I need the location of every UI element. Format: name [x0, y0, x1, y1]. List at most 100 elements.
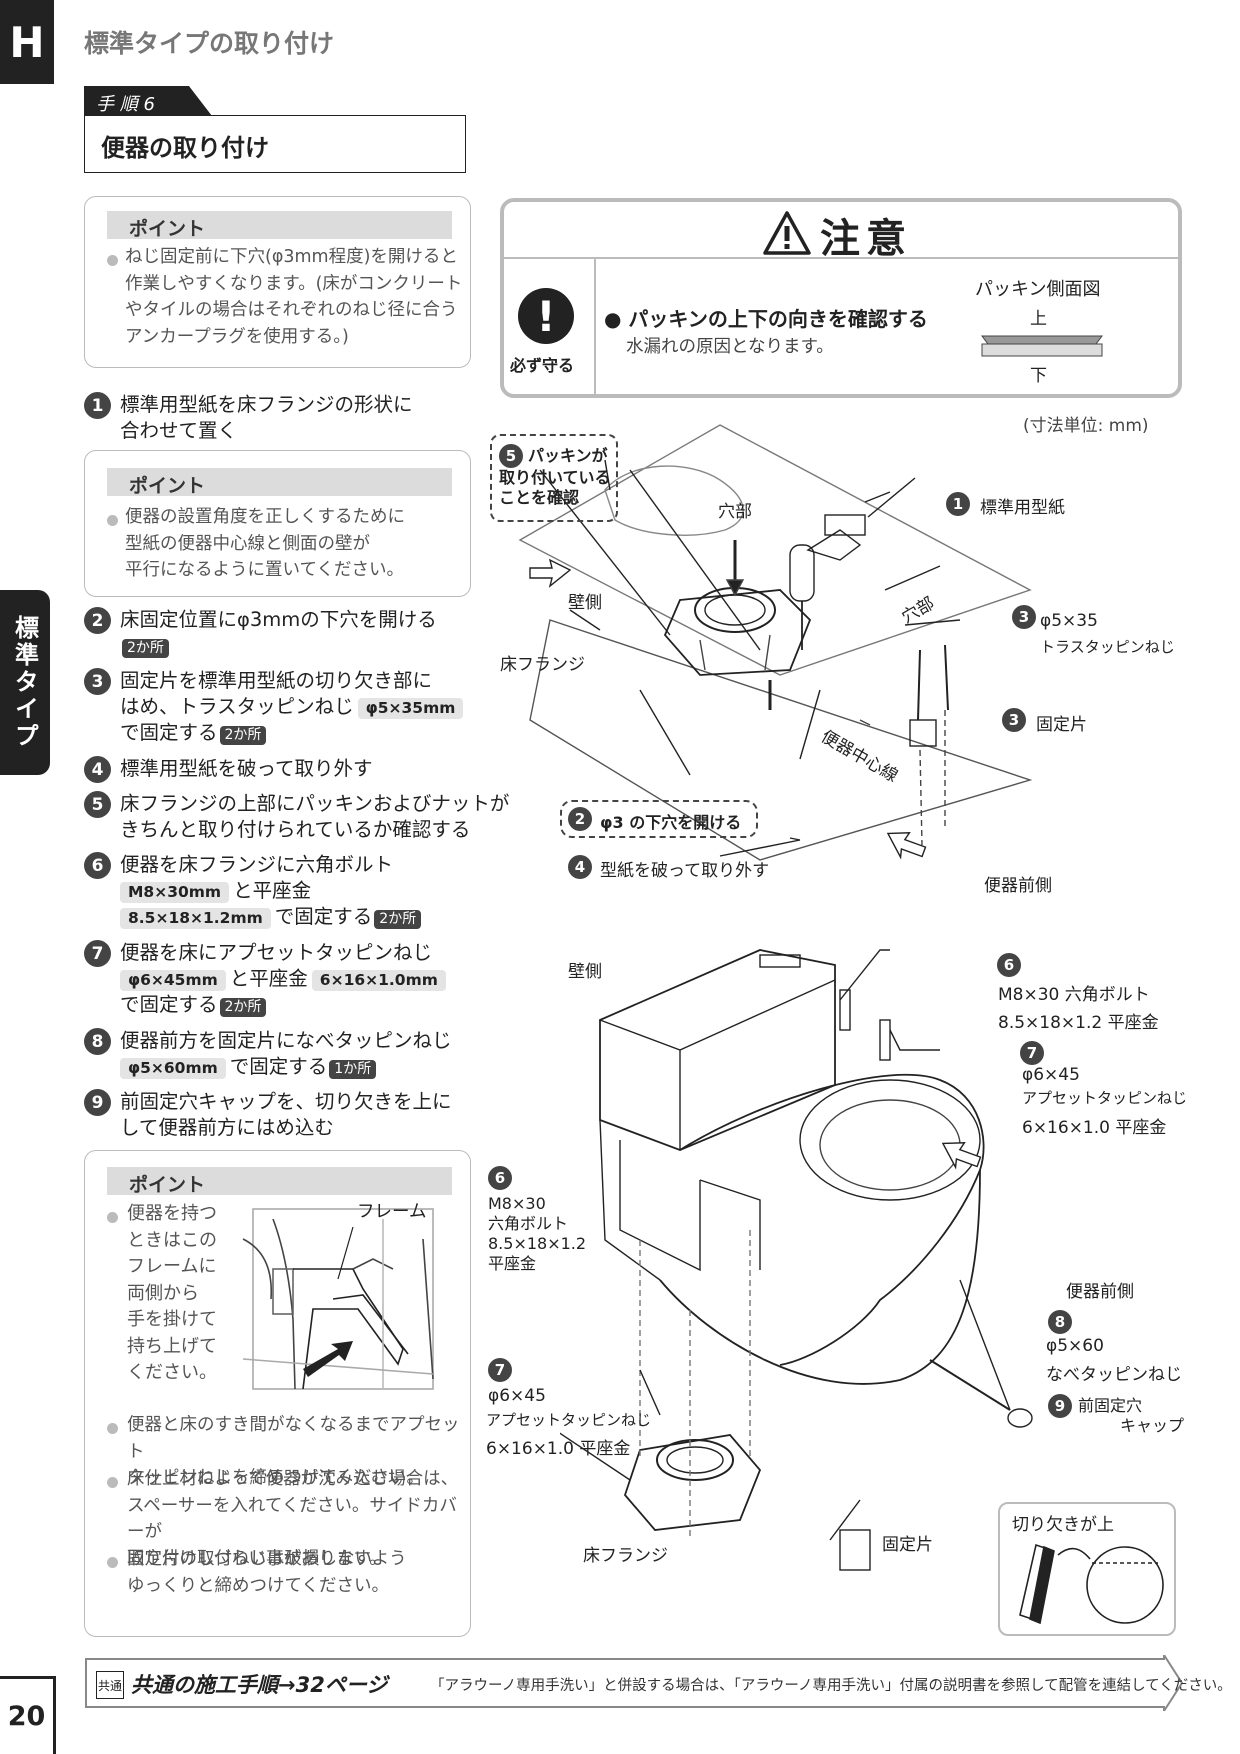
step-number: 7	[84, 940, 111, 967]
spec-chip: φ6×45mm	[120, 970, 226, 991]
point-heading: ポイント	[107, 468, 452, 497]
wall-side-label: 壁側	[568, 962, 602, 982]
point-box-3: ポイント 便器を持つときはこのフレームに両側から手を掛けて持ち上げてください。 …	[84, 1150, 471, 1637]
divider	[594, 259, 596, 395]
count-badge: 1か所	[329, 1060, 377, 1079]
gasket-up-label: 上	[1030, 309, 1047, 329]
count-badge: 2か所	[219, 726, 267, 745]
screw-name-label: トラスタッピンねじ	[1040, 638, 1175, 656]
step-title: 便器の取り付け	[84, 115, 466, 173]
point-note: 床仕上材によって便器が沈み込む場合は、スペーサーを入れてください。サイドカバーが…	[127, 1469, 459, 1569]
notch-label: 切り欠きが上	[1012, 1515, 1114, 1535]
spec-chip: φ5×60mm	[120, 1058, 226, 1079]
flange-label: 床フランジ	[583, 1546, 668, 1566]
hole-label: 穴部	[718, 502, 752, 522]
common-badge: 共通	[96, 1671, 124, 1699]
callout-number: 7	[488, 1358, 512, 1382]
notch-inset	[998, 1502, 1176, 1636]
bullet-icon	[107, 1212, 118, 1223]
footer-note: 「アラウーノ専用手洗い」と併設する場合は、「アラウーノ専用手洗い」付属の説明書を…	[430, 1678, 1232, 1694]
flange-label: 床フランジ	[500, 655, 585, 675]
callout-number: 3	[1002, 708, 1026, 732]
callout-number: 3	[1012, 605, 1036, 629]
step-number: 4	[84, 756, 111, 783]
caution-box	[500, 198, 1182, 398]
step-5-text: 床フランジの上部にパッキンおよびナットがきちんと取り付けられているか確認する	[120, 792, 510, 841]
point-note: 固定片の取付ねじは破損しないようゆっくりと締めつけてください。	[127, 1549, 407, 1596]
point-note: 便器と床のすき間がなくなるまでアプセットタッピンねじを締めつけてください。	[127, 1415, 460, 1488]
wall-side-label: 壁側	[568, 593, 602, 613]
screw-spec-label: φ6×45	[1022, 1065, 1080, 1085]
front-label: 便器前側	[984, 876, 1052, 896]
step-number: 5	[84, 791, 111, 818]
callout-number: 9	[1048, 1394, 1072, 1418]
count-badge: 2か所	[374, 910, 422, 929]
must-label: 必ず守る	[510, 356, 575, 375]
spec-chip: M8×30mm	[120, 882, 230, 903]
point-box-2: ポイント 便器の設置角度を正しくするために型紙の便器中心線と側面の壁が平行になる…	[84, 450, 471, 597]
screw-name-label: アプセットタッピンねじ	[1022, 1089, 1188, 1107]
point-box-1: ポイント ねじ固定前に下穴(φ3mm程度)を開けると作業しやすくなります。(床が…	[84, 196, 471, 368]
unit-note: (寸法単位: mm)	[1023, 416, 1149, 436]
count-badge: 2か所	[219, 998, 267, 1017]
template-label: 標準用型紙	[980, 498, 1065, 518]
washer-label: 6×16×1.0 平座金	[486, 1439, 631, 1459]
point-note: 便器を持つときはこのフレームに両側から手を掛けて持ち上げてください。	[127, 1203, 217, 1383]
drill-callout	[560, 800, 758, 838]
bullet-icon	[107, 255, 118, 266]
section-letter: H	[0, 0, 54, 84]
screw-name-label: なべタッピンねじ	[1046, 1365, 1182, 1385]
screw-spec-label: φ5×60	[1046, 1336, 1104, 1356]
step-2-text: 床固定位置にφ3mmの下穴を開ける 2か所	[120, 608, 437, 658]
fixing-label: 固定片	[1036, 715, 1087, 735]
step-9-text: 前固定穴キャップを、切り欠きを上にして便器前方にはめ込む	[120, 1090, 452, 1139]
cap-label: 前固定穴キャップ	[1078, 1396, 1185, 1435]
footer-arrow-shape	[85, 1655, 1184, 1711]
installation-diagram-bottom	[560, 949, 1033, 1571]
step-tab: 手 順 6	[84, 86, 212, 116]
callout-number: 4	[568, 855, 592, 879]
bullet-icon	[107, 1423, 118, 1434]
check-label: 取り付いていることを確認	[499, 468, 611, 507]
caution-main: ● パッキンの上下の向きを確認する	[604, 307, 928, 331]
screw-spec-label: φ5×35	[1040, 611, 1098, 631]
step-number: 1	[84, 392, 111, 419]
drill-label: φ3 の下穴を開ける	[600, 813, 742, 832]
bolt-label: M8×30 六角ボルト	[998, 985, 1150, 1005]
bullet-icon	[107, 1557, 118, 1568]
spec-chip: 8.5×18×1.2mm	[120, 908, 271, 929]
step-4-text: 標準用型紙を破って取り外す	[120, 757, 373, 780]
point-note: ねじ固定前に下穴(φ3mm程度)を開けると作業しやすくなります。(床がコンクリー…	[125, 247, 463, 347]
spec-chip: 6×16×1.0mm	[311, 970, 446, 991]
gasket-title: パッキン側面図	[975, 279, 1101, 300]
divider	[504, 257, 1178, 259]
callout-number: 1	[946, 492, 970, 516]
caution-title: 注意	[820, 216, 912, 262]
footer-reference: 共通の施工手順→32ページ	[131, 1673, 388, 1697]
point-note: 便器の設置角度を正しくするために型紙の便器中心線と側面の壁が平行になるように置い…	[125, 507, 405, 580]
frame-label: フレーム	[357, 1202, 427, 1222]
exclamation-icon: !	[518, 288, 574, 344]
washer-label: 6×16×1.0 平座金	[1022, 1118, 1167, 1138]
frame-illustration	[242, 1208, 434, 1390]
step-number: 3	[84, 668, 111, 695]
spec-chip: φ5×35mm	[357, 698, 464, 719]
step-number: 9	[84, 1089, 111, 1116]
cap-notch-illustration	[1019, 1543, 1164, 1625]
tear-label: 型紙を破って取り外す	[600, 861, 770, 881]
side-tab: 標準タイプ	[0, 590, 50, 775]
point-heading: ポイント	[107, 211, 452, 240]
gasket-side-illustration	[981, 335, 1103, 357]
warning-triangle-icon	[763, 211, 811, 255]
step-1-text: 標準用型紙を床フランジの形状に合わせて置く	[120, 393, 413, 442]
callout-number: 6	[488, 1166, 512, 1190]
fixing-label: 固定片	[882, 1535, 933, 1555]
callout-number: 5	[499, 444, 523, 468]
check-callout	[490, 434, 618, 522]
callout-number: 6	[997, 953, 1021, 977]
